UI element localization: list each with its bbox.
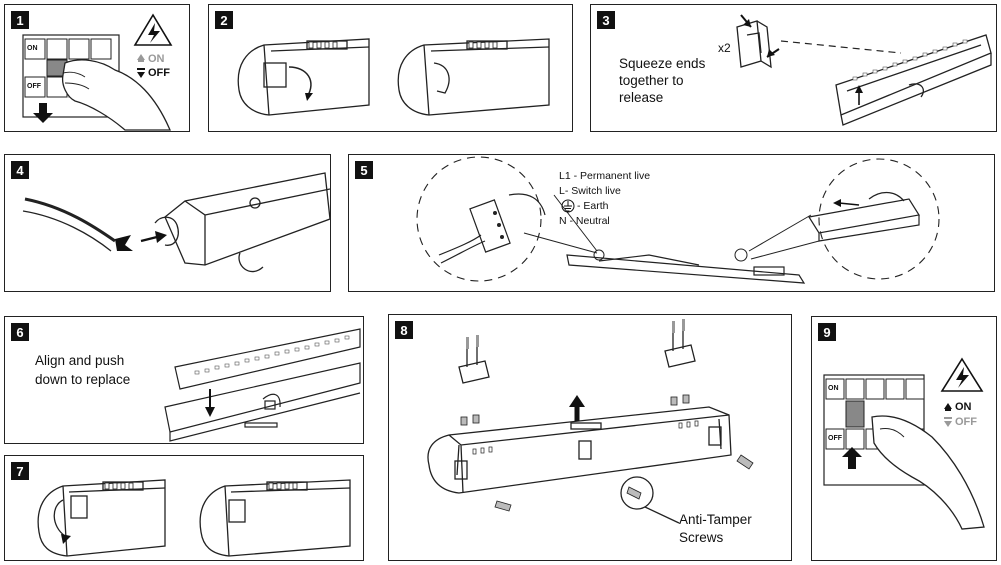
step-3-caption-line-2: together to	[619, 73, 684, 88]
step-number: 1	[11, 11, 29, 29]
step-3-panel: 3 x2 Squeeze ends together to release	[590, 4, 997, 132]
step-6-caption-line-1: Align and push	[35, 353, 125, 368]
switch-off-label: OFF	[828, 435, 842, 442]
close-end-cap-illustration	[37, 479, 351, 557]
legend-earth: - Earth	[577, 200, 609, 212]
step-7-panel: 7	[4, 455, 364, 561]
restore-power-illustration	[823, 357, 985, 530]
replace-diffuser-illustration	[164, 328, 361, 442]
insert-cable-illustration	[22, 172, 330, 273]
step-number: 6	[11, 323, 29, 341]
step-number: 5	[355, 161, 373, 179]
step-3-caption-line-3: release	[619, 90, 664, 105]
legend-on-label: ON	[955, 401, 972, 413]
step-number: 2	[215, 11, 233, 29]
earth-symbol-icon	[561, 199, 575, 213]
legend-on-label: ON	[148, 53, 165, 65]
open-end-cap-illustration	[237, 38, 550, 116]
legend-l1: L1 - Permanent live	[559, 170, 651, 182]
legend-neutral: N - Neutral	[559, 215, 610, 227]
switch-off-label: OFF	[27, 83, 41, 90]
legend-l: L- Switch live	[559, 185, 621, 197]
anti-tamper-callout-line-2: Screws	[679, 530, 724, 545]
step-5-panel: 5 L1 - Permanent live L- Switch live - E…	[348, 154, 995, 292]
step-6-caption-line-2: down to replace	[35, 372, 131, 387]
step-number: 8	[395, 321, 413, 339]
step-2-panel: 2	[208, 4, 573, 132]
step-4-panel: 4	[4, 154, 331, 292]
step-number: 9	[818, 323, 836, 341]
switch-on-label: ON	[828, 385, 839, 392]
release-diffuser-illustration	[736, 14, 992, 126]
step-8-panel: 8 Anti-Tamper Screws	[388, 314, 792, 561]
step-number: 4	[11, 161, 29, 179]
step-number: 3	[597, 11, 615, 29]
legend-off-label: OFF	[148, 67, 170, 79]
step-3-caption-line-1: Squeeze ends	[619, 56, 706, 71]
legend-off-label: OFF	[955, 416, 977, 428]
squeeze-multiplier: x2	[718, 41, 731, 55]
isolate-power-illustration	[22, 13, 173, 131]
mounting-and-screws-illustration	[427, 319, 754, 524]
switch-on-label: ON	[27, 45, 38, 52]
step-number: 7	[11, 462, 29, 480]
wiring-connection-illustration	[416, 156, 940, 284]
anti-tamper-callout-line-1: Anti-Tamper	[679, 512, 752, 527]
step-6-panel: 6 Align and push down to replace	[4, 316, 364, 444]
step-9-panel: 9 ON OFF ON OFF	[811, 316, 997, 561]
step-1-panel: 1 ON OFF ON OFF	[4, 4, 190, 132]
